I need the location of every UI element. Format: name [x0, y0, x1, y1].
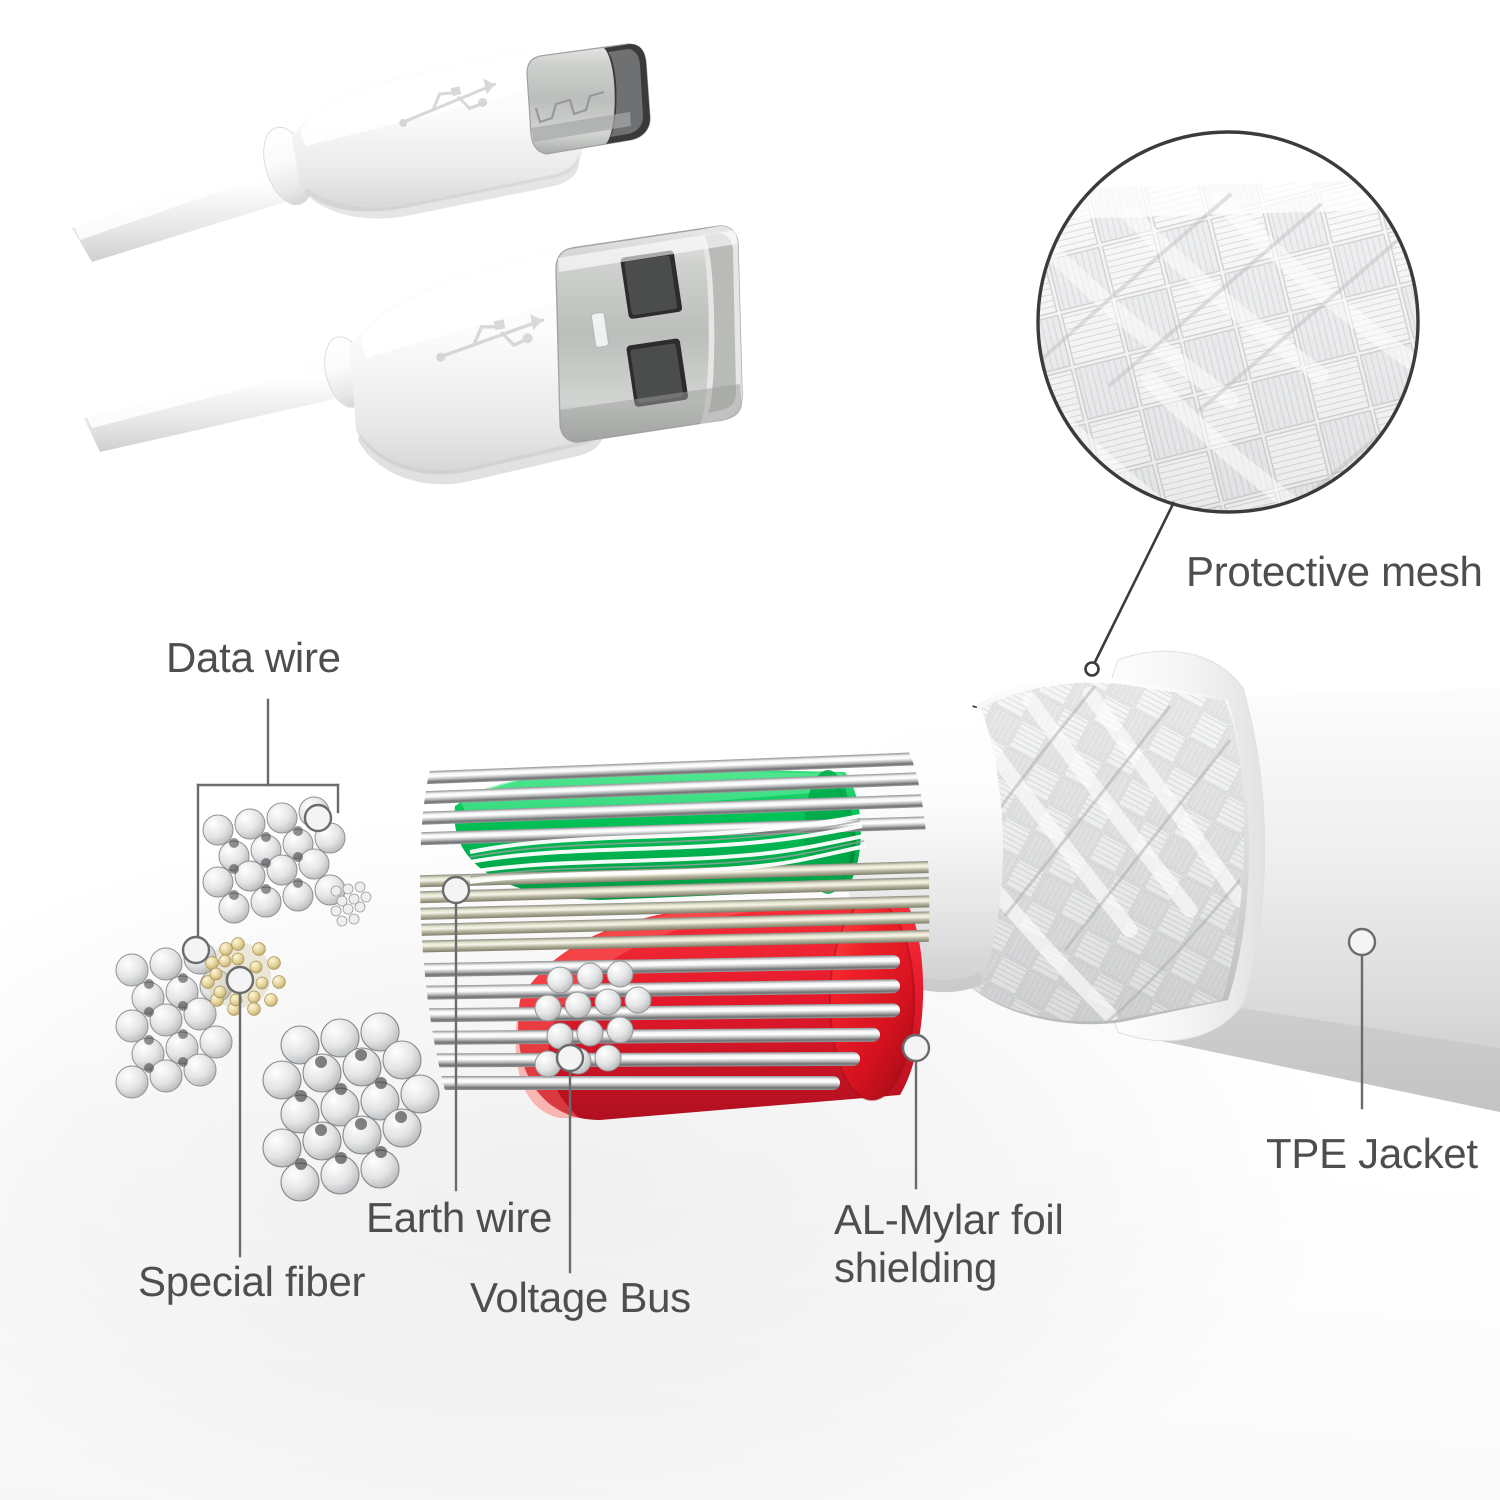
- label-voltage-bus: Voltage Bus: [470, 1274, 691, 1321]
- callout-dot-earth-wire: [441, 875, 471, 905]
- callout-dot-tpe-jacket: [1347, 927, 1377, 957]
- protective-mesh-magnifier: [1036, 130, 1420, 514]
- label-protective-mesh: Protective mesh: [1186, 548, 1483, 595]
- callout-dot-data-wire-b: [181, 935, 211, 965]
- label-earth-wire: Earth wire: [366, 1194, 553, 1241]
- callout-dot-voltage-bus: [555, 1043, 585, 1073]
- label-special-fiber: Special fiber: [138, 1258, 366, 1305]
- label-data-wire: Data wire: [166, 634, 341, 681]
- magnifier-anchor-dot: [1084, 661, 1100, 677]
- callout-dot-al-mylar: [901, 1033, 931, 1063]
- leader-lines: [196, 698, 1364, 1274]
- fine-fiber-cluster: [330, 881, 372, 927]
- voltage-bus-strand-ends: [534, 960, 652, 1078]
- callout-dots: [181, 803, 1377, 1073]
- usb-a-connector: [84, 225, 743, 485]
- micro-usb-connector: [72, 41, 651, 262]
- label-al-mylar-foil-shielding: AL-Mylar foil shielding: [834, 1196, 1064, 1291]
- usb-trident-icon: [436, 314, 545, 362]
- earth-wire-bundle: [262, 1012, 440, 1202]
- usb-trident-icon: [399, 78, 497, 127]
- callout-dot-special-fiber: [225, 965, 255, 995]
- label-tpe-jacket: TPE Jacket: [1266, 1130, 1478, 1177]
- cable-cutaway-body: [115, 648, 1500, 1202]
- callout-dot-data-wire-a: [303, 803, 333, 833]
- magnifier-leader-line: [1092, 501, 1176, 665]
